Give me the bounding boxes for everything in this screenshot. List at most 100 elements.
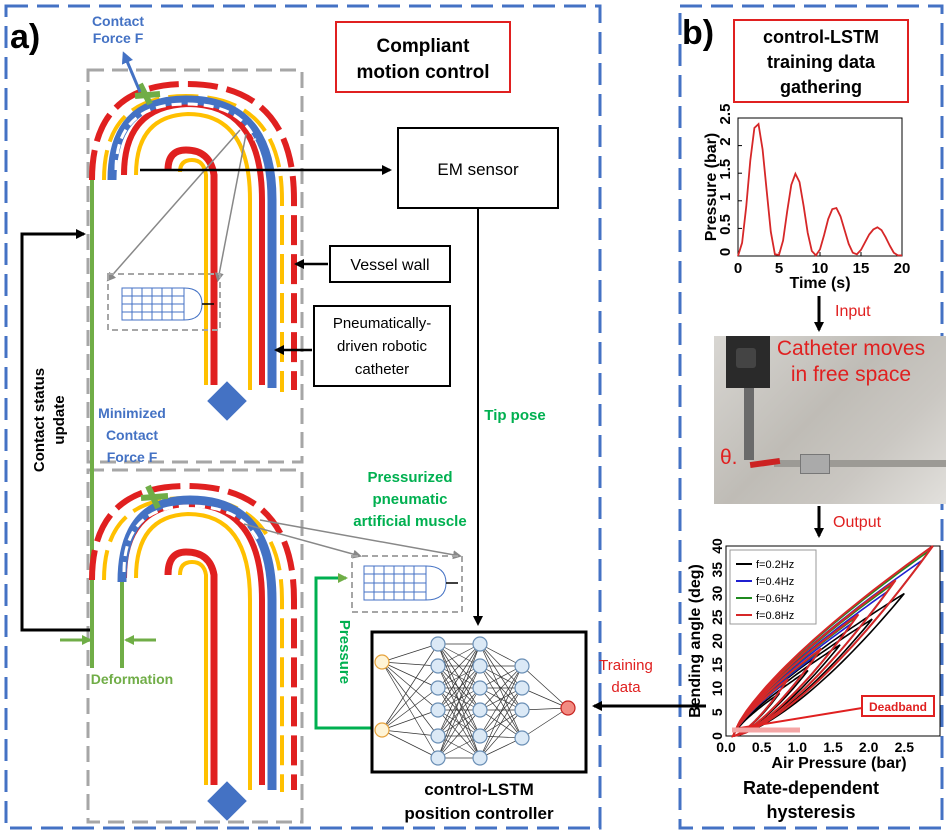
- contact-force-label-line2: Force F: [93, 30, 144, 46]
- deadband-label: Deadband: [869, 700, 927, 714]
- vessel-wall-box: [329, 245, 451, 283]
- chart1-ytick-label: 2.5: [717, 104, 734, 125]
- nn-edge: [479, 643, 523, 667]
- catheter-photo: Catheter moves in free space θ.: [714, 336, 946, 504]
- nn-node: [430, 658, 446, 674]
- nn-edge: [437, 643, 481, 737]
- chart1-frame: [737, 117, 903, 257]
- vessel-wall-label: Vessel wall: [350, 257, 429, 274]
- contact-status-line1: Contact status: [31, 368, 48, 472]
- em-sensor-box: [397, 127, 559, 209]
- chart2-ytick-label: 0: [709, 732, 725, 740]
- nn-edge: [479, 709, 523, 759]
- photo-post: [744, 388, 754, 460]
- catheter-label-line1: Pneumatically-: [333, 315, 431, 332]
- chart2-ytick-label: 5: [709, 708, 725, 716]
- tip-pose-label: Tip pose: [484, 407, 545, 424]
- chart1-ytick-label: 1: [717, 193, 734, 201]
- nn-node: [430, 702, 446, 718]
- nn-edge: [521, 687, 569, 709]
- nn-node: [472, 658, 488, 674]
- chart1-ytick-label: 1.5: [717, 159, 734, 180]
- nn-edge: [479, 665, 523, 759]
- controller-box: [370, 630, 588, 774]
- deadband-box: [861, 695, 935, 717]
- chart2-hysteresis-loop: [731, 613, 860, 738]
- training-data-line2: data: [611, 679, 641, 696]
- panel-a-letter: a): [10, 18, 40, 56]
- chart2-ytick-label: 15: [709, 657, 725, 673]
- chart2-legend-label: f=0.4Hz: [756, 576, 794, 588]
- catheter-label-line2: driven robotic: [337, 338, 428, 355]
- nn-edge: [437, 709, 481, 759]
- chart2-xtick-label: 0.5: [752, 739, 772, 755]
- chart1-xtick-label: 20: [894, 260, 911, 277]
- deadband-arrow: [739, 707, 863, 729]
- chart2-xtick-label: 2.0: [859, 739, 879, 755]
- nn-edge: [437, 687, 481, 711]
- lstm-title-line3: gathering: [780, 77, 862, 97]
- nn-edge: [521, 707, 569, 739]
- chart2-ytick-label: 20: [709, 633, 725, 649]
- chart2-hysteresis-loop: [731, 579, 897, 738]
- chart1-ytick-label: 0: [717, 248, 734, 256]
- nn-edge: [479, 665, 523, 739]
- photo-caption-line2: in free space: [790, 363, 912, 386]
- contact-force-label-line1: Contact: [92, 13, 144, 29]
- chart1-ylabel: Pressure (bar): [703, 133, 720, 242]
- nn-edge: [437, 643, 481, 667]
- nn-node: [472, 680, 488, 696]
- minimized-force-line1: Minimized: [98, 405, 166, 421]
- photo-caption-line1: Catheter moves: [776, 337, 926, 360]
- nn-edge: [381, 665, 439, 731]
- chart1-series-line: [737, 122, 902, 257]
- nn-edge: [381, 661, 439, 689]
- chart1-ytick-label: 2: [717, 137, 734, 145]
- nn-node: [514, 658, 530, 674]
- chart2-xtick-label: 0.0: [716, 739, 736, 755]
- photo-clamp-screw: [736, 348, 756, 368]
- nn-edge: [437, 687, 481, 759]
- contact-status-loop: [20, 229, 90, 632]
- controller-label-line2: position controller: [404, 804, 554, 823]
- chart1-xtick-label: 10: [812, 260, 829, 277]
- nn-edge: [479, 687, 523, 739]
- nn-node: [514, 680, 530, 696]
- nn-node: [514, 702, 530, 718]
- vessel-box-bottom: [86, 468, 304, 824]
- photo-caption: Catheter moves in free space: [756, 336, 946, 388]
- nn-edge: [437, 735, 481, 759]
- nn-edge: [479, 687, 523, 711]
- chart2-xtick-label: 1.0: [788, 739, 808, 755]
- deformation-label: Deformation: [91, 671, 173, 687]
- chart2-ytick-label: 35: [709, 562, 725, 578]
- nn-node: [430, 750, 446, 766]
- chart2-legend-label: f=0.6Hz: [756, 593, 794, 605]
- chart2-xtick-label: 2.5: [895, 739, 915, 755]
- chart2-hysteresis-loop: [731, 545, 934, 738]
- photo-tube: [774, 460, 946, 467]
- nn-edge: [479, 665, 523, 711]
- compliant-title-line1: Compliant: [377, 36, 471, 57]
- nn-node: [374, 654, 390, 670]
- chart1-xtick-label: 0: [734, 260, 742, 277]
- nn-edge: [381, 661, 439, 711]
- nn-node: [430, 680, 446, 696]
- nn-edge: [437, 643, 481, 711]
- nn-node: [430, 728, 446, 744]
- nn-edge: [437, 643, 481, 759]
- nn-edge: [479, 737, 523, 759]
- panel-b-letter: b): [682, 14, 714, 52]
- nn-edge: [381, 661, 439, 737]
- contact-force-arrow: [121, 51, 142, 93]
- nn-edge: [381, 661, 439, 667]
- nn-edge: [381, 729, 439, 759]
- chart2-hysteresis-loop: [731, 678, 789, 738]
- nn-edge: [381, 643, 439, 663]
- contact-status-line2: update: [51, 395, 68, 444]
- hysteresis-caption-line1: Rate-dependent: [743, 778, 879, 798]
- nn-edge: [479, 709, 523, 739]
- minimized-force-line2: Contact: [106, 427, 158, 443]
- chart1-xlabel: Time (s): [789, 275, 850, 292]
